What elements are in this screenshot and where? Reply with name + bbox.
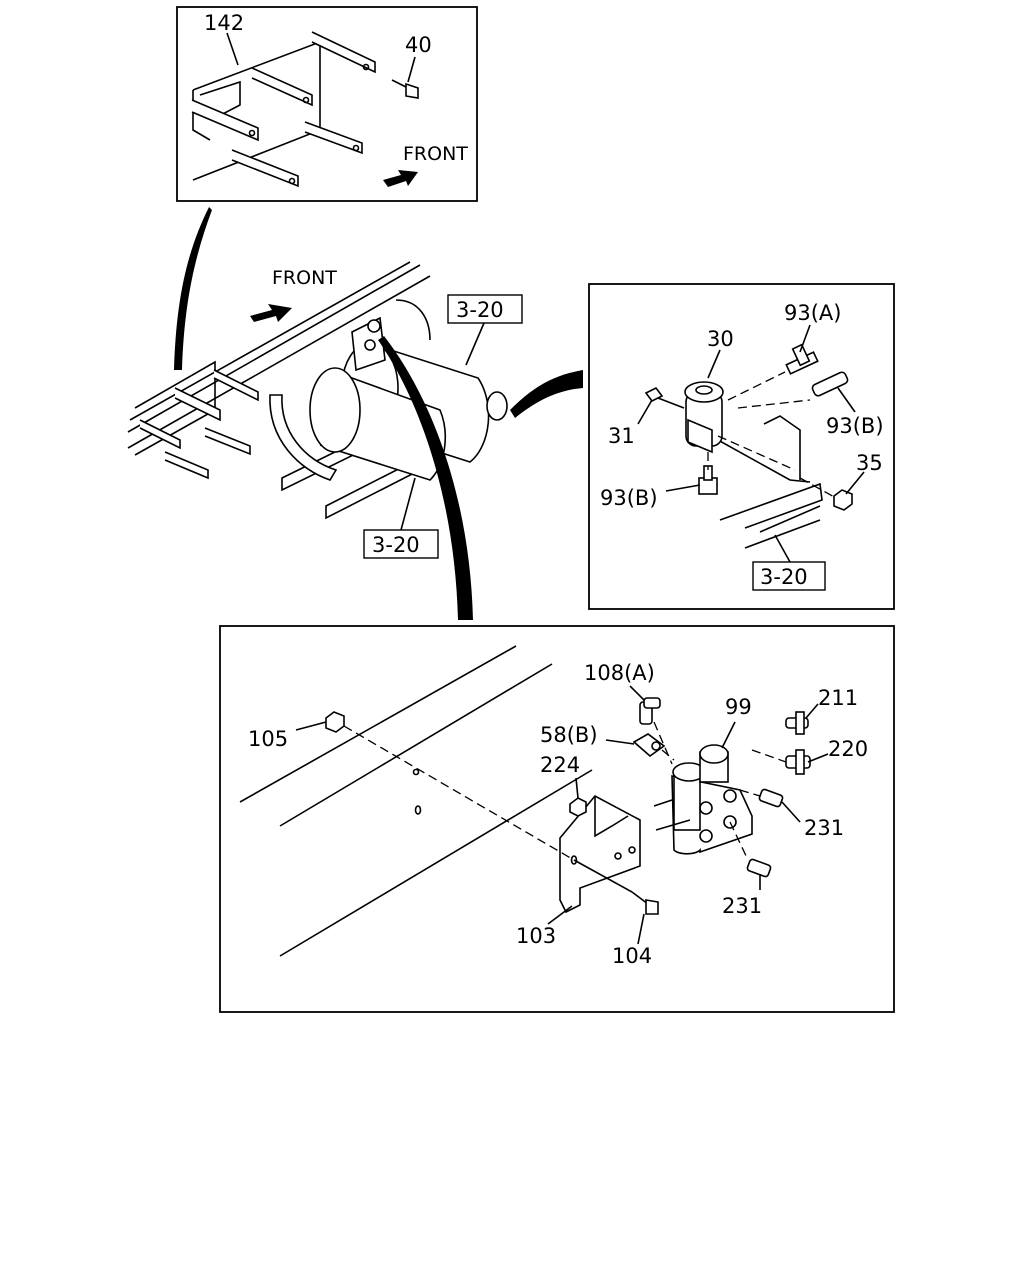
front-arrow-top <box>383 170 418 187</box>
label-40: 40 <box>405 33 432 57</box>
nut-35 <box>833 489 853 511</box>
label-93b-upper: 93(B) <box>826 414 884 438</box>
nut-105 <box>325 711 345 733</box>
fitting-93a <box>785 343 819 375</box>
label-231-upper: 231 <box>804 816 844 840</box>
callout-bottom-pointer <box>378 336 473 620</box>
label-30: 30 <box>707 327 734 351</box>
bracket-103 <box>559 794 641 914</box>
valve-99 <box>671 744 753 855</box>
ref-right-text: 3-20 <box>760 565 808 589</box>
air-tank-lower <box>309 367 447 481</box>
bolt-31 <box>644 386 685 409</box>
ref-box-upper <box>447 294 523 324</box>
callout-top-pointer <box>174 207 212 370</box>
ref-box-lower <box>363 529 439 559</box>
label-93a: 93(A) <box>784 301 841 325</box>
label-99: 99 <box>725 695 752 719</box>
hose-nipples <box>653 799 691 831</box>
fitting-231-upper <box>758 788 784 808</box>
label-103: 103 <box>516 924 556 948</box>
label-front-top: FRONT <box>403 143 468 165</box>
label-35: 35 <box>856 451 883 475</box>
label-104: 104 <box>612 944 652 968</box>
leader-142 <box>226 32 239 66</box>
detail-bottom-frame <box>219 625 895 1013</box>
fitting-211 <box>785 711 809 735</box>
ref-lower-text: 3-20 <box>372 533 420 557</box>
detail-top-frame <box>176 6 478 202</box>
label-231-lower: 231 <box>722 894 762 918</box>
fitting-231-lower <box>746 858 772 878</box>
label-58b: 58(B) <box>540 723 598 747</box>
callout-right-pointer <box>510 370 583 418</box>
fitting-93b-upper <box>811 371 849 397</box>
ref-box-right <box>752 561 826 591</box>
detail-right-panel: 30 31 93(A) 93(B) 35 93(B) 3-20 <box>588 283 895 610</box>
elbow-108a <box>639 697 661 725</box>
front-arrow-main <box>250 304 292 322</box>
label-224: 224 <box>540 753 580 777</box>
main-view: FRONT 3-20 3-20 <box>127 261 523 559</box>
detail-bottom-panel: 105 108(A) 58(B) 224 99 211 220 231 231 … <box>219 625 895 1013</box>
ref-upper-text: 3-20 <box>456 298 504 322</box>
valve-30 <box>684 381 724 454</box>
label-93b-lower: 93(B) <box>600 486 658 510</box>
detail-right-frame <box>588 283 895 610</box>
bolt-40 <box>391 56 419 99</box>
bolt-104 <box>631 891 659 915</box>
bracket-142 <box>191 31 376 188</box>
fitting-93b-lower <box>698 465 718 495</box>
label-31: 31 <box>608 424 635 448</box>
label-142: 142 <box>204 11 244 35</box>
detail-top-panel: 142 40 FRONT <box>176 6 478 202</box>
label-front-main: FRONT <box>272 267 337 289</box>
connector-58b <box>632 733 666 758</box>
label-105: 105 <box>248 727 288 751</box>
label-220: 220 <box>828 737 868 761</box>
label-211: 211 <box>818 686 858 710</box>
label-108a: 108(A) <box>584 661 655 685</box>
